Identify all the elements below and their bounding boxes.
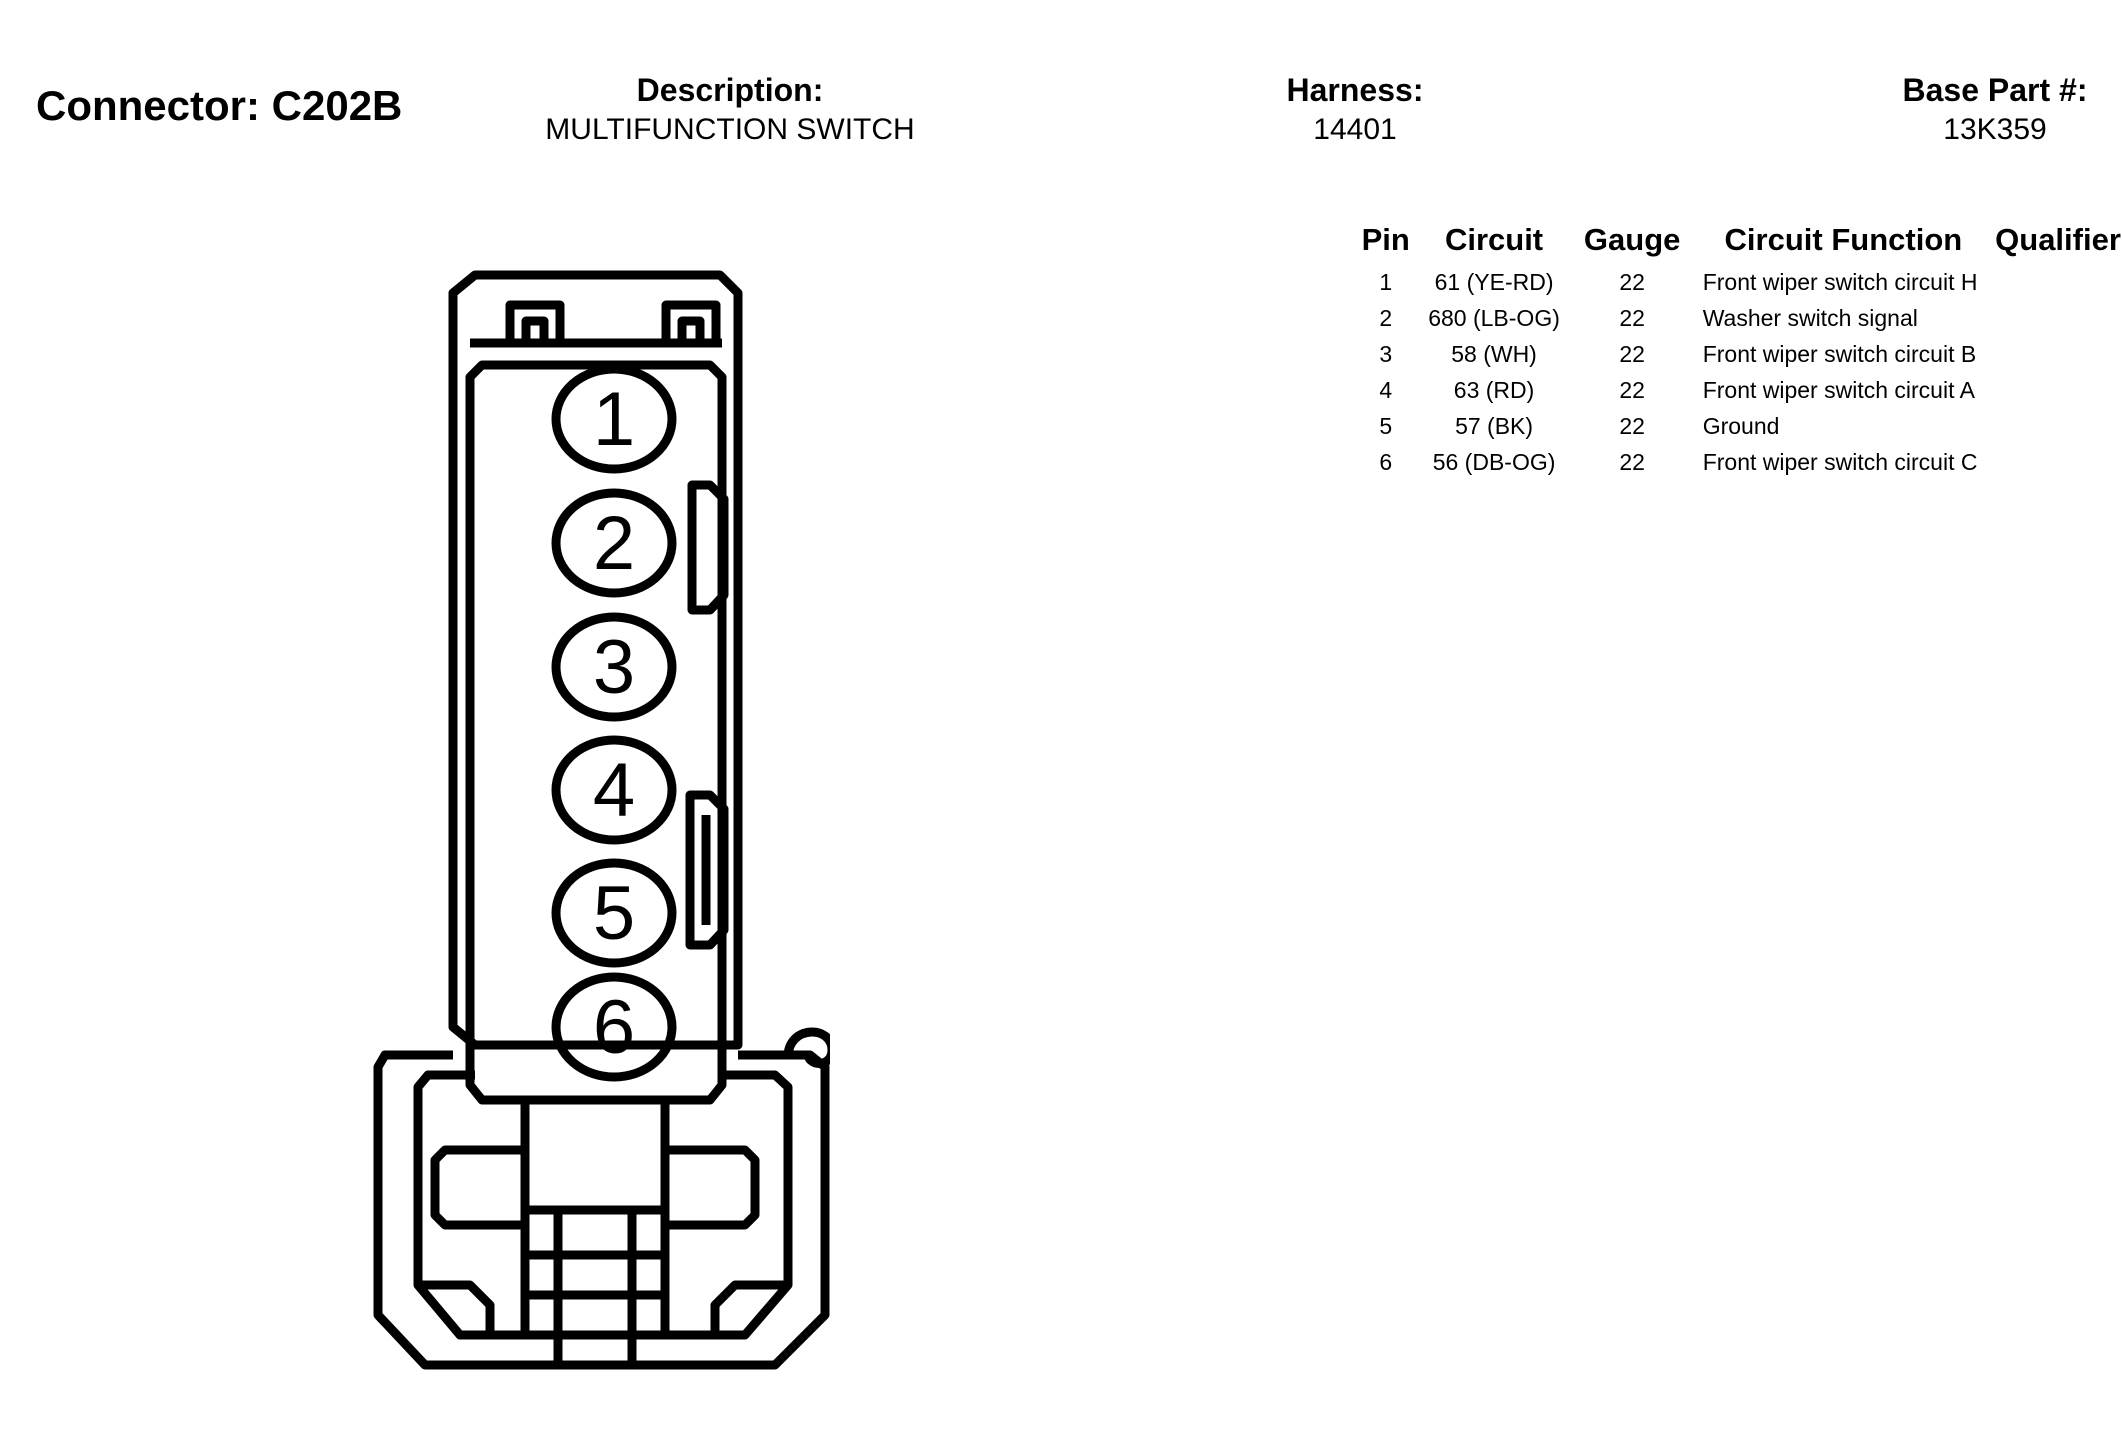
cell-function: Washer switch signal bbox=[1702, 304, 1918, 331]
harness-value: 14401 bbox=[1313, 112, 1397, 146]
pin-label: 5 bbox=[593, 871, 635, 956]
cell-function: Front wiper switch circuit H bbox=[1702, 268, 1978, 295]
cell-gauge: 22 bbox=[1619, 376, 1645, 403]
cell-circuit: 680 (LB-OG) bbox=[1428, 304, 1560, 331]
pin-circle bbox=[551, 858, 677, 968]
cell-pin: 5 bbox=[1379, 412, 1393, 439]
column-header-circuit-function: Circuit Function bbox=[1724, 222, 1963, 257]
retainer-hook bbox=[783, 1027, 830, 1068]
cell-gauge: 22 bbox=[1619, 304, 1645, 331]
description-block: Description: MULTIFUNCTION SWITCH bbox=[510, 72, 950, 147]
pin-label: 1 bbox=[593, 377, 635, 462]
cell-pin: 3 bbox=[1379, 340, 1393, 367]
base-part-label: Base Part #: bbox=[1902, 72, 2088, 108]
cell-qualifier bbox=[1994, 372, 2122, 408]
connector-face-drawing: 1 2 3 4 5 6 bbox=[373, 270, 830, 1370]
table-row: 2 680 (LB-OG) 22 Washer switch signal bbox=[1355, 300, 2122, 336]
side-key-lower bbox=[685, 790, 729, 950]
latch-tab-right-inner bbox=[677, 316, 705, 340]
pin-circle bbox=[551, 612, 677, 722]
description-label: Description: bbox=[636, 72, 824, 108]
latch-tab-right bbox=[661, 300, 721, 340]
column-header-circuit: Circuit bbox=[1444, 222, 1544, 257]
table-row: 4 63 (RD) 22 Front wiper switch circuit … bbox=[1355, 372, 2122, 408]
pin-table: Pin Circuit Gauge Circuit Function Quali… bbox=[1355, 222, 2122, 480]
latch-tab-left-inner bbox=[521, 316, 549, 340]
cell-function: Front wiper switch circuit B bbox=[1702, 340, 1977, 367]
cell-pin: 4 bbox=[1379, 376, 1393, 403]
cell-gauge: 22 bbox=[1619, 448, 1645, 475]
cell-function: Front wiper switch circuit A bbox=[1702, 376, 1975, 403]
cell-circuit: 63 (RD) bbox=[1453, 376, 1535, 403]
harness-label: Harness: bbox=[1286, 72, 1424, 108]
lock-wing-right bbox=[665, 1145, 760, 1230]
pin-cavity-outline bbox=[465, 360, 727, 1105]
table-row: 3 58 (WH) 22 Front wiper switch circuit … bbox=[1355, 336, 2122, 372]
lower-shroud-inner bbox=[413, 1070, 793, 1340]
cell-pin: 2 bbox=[1379, 304, 1393, 331]
base-part-value: 13K359 bbox=[1943, 112, 2047, 146]
pin-circle bbox=[551, 488, 677, 598]
pin-label: 3 bbox=[593, 625, 635, 710]
bottom-foot-left bbox=[418, 1280, 495, 1335]
connector-housing-outline bbox=[448, 270, 743, 1050]
cell-gauge: 22 bbox=[1619, 268, 1645, 295]
table-row: 6 56 (DB-OG) 22 Front wiper switch circu… bbox=[1355, 444, 2122, 480]
pin-circle bbox=[551, 972, 677, 1082]
center-lock-stem bbox=[553, 1210, 637, 1365]
pin-circle bbox=[551, 735, 677, 845]
lock-wing-left bbox=[430, 1145, 525, 1230]
column-header-qualifier: Qualifier bbox=[1995, 222, 2121, 257]
cell-qualifier bbox=[1994, 408, 2122, 444]
column-header-pin: Pin bbox=[1361, 222, 1410, 257]
table-header-row: Pin Circuit Gauge Circuit Function Quali… bbox=[1355, 222, 2122, 264]
table-row: 5 57 (BK) 22 Ground bbox=[1355, 408, 2122, 444]
cell-gauge: 22 bbox=[1619, 340, 1645, 367]
cell-function: Ground bbox=[1702, 412, 1780, 439]
base-part-block: Base Part #: 13K359 bbox=[1880, 72, 2110, 147]
cell-qualifier bbox=[1994, 444, 2122, 480]
bottom-foot-right bbox=[710, 1280, 788, 1335]
pin-label: 2 bbox=[593, 501, 635, 586]
cell-qualifier bbox=[1994, 264, 2122, 300]
side-key-upper bbox=[687, 480, 729, 615]
cell-circuit: 57 (BK) bbox=[1455, 412, 1534, 439]
pin-label: 6 bbox=[593, 985, 635, 1070]
description-value: MULTIFUNCTION SWITCH bbox=[545, 112, 915, 146]
cell-qualifier bbox=[1994, 336, 2122, 372]
pin-label: 4 bbox=[593, 748, 635, 833]
center-lock-block bbox=[520, 1100, 670, 1215]
table-row: 1 61 (YE-RD) 22 Front wiper switch circu… bbox=[1355, 264, 2122, 300]
cell-qualifier bbox=[1994, 300, 2122, 336]
cell-gauge: 22 bbox=[1619, 412, 1645, 439]
cell-circuit: 56 (DB-OG) bbox=[1432, 448, 1556, 475]
pin-circle bbox=[551, 364, 677, 474]
connector-title: Connector: C202B bbox=[36, 82, 403, 129]
cell-circuit: 58 (WH) bbox=[1451, 340, 1537, 367]
column-header-gauge: Gauge bbox=[1583, 222, 1681, 257]
cell-circuit: 61 (YE-RD) bbox=[1434, 268, 1554, 295]
cell-function: Front wiper switch circuit C bbox=[1702, 448, 1978, 475]
harness-block: Harness: 14401 bbox=[1250, 72, 1460, 147]
cell-pin: 1 bbox=[1379, 268, 1393, 295]
latch-tab-left bbox=[505, 300, 565, 340]
cell-pin: 6 bbox=[1379, 448, 1393, 475]
